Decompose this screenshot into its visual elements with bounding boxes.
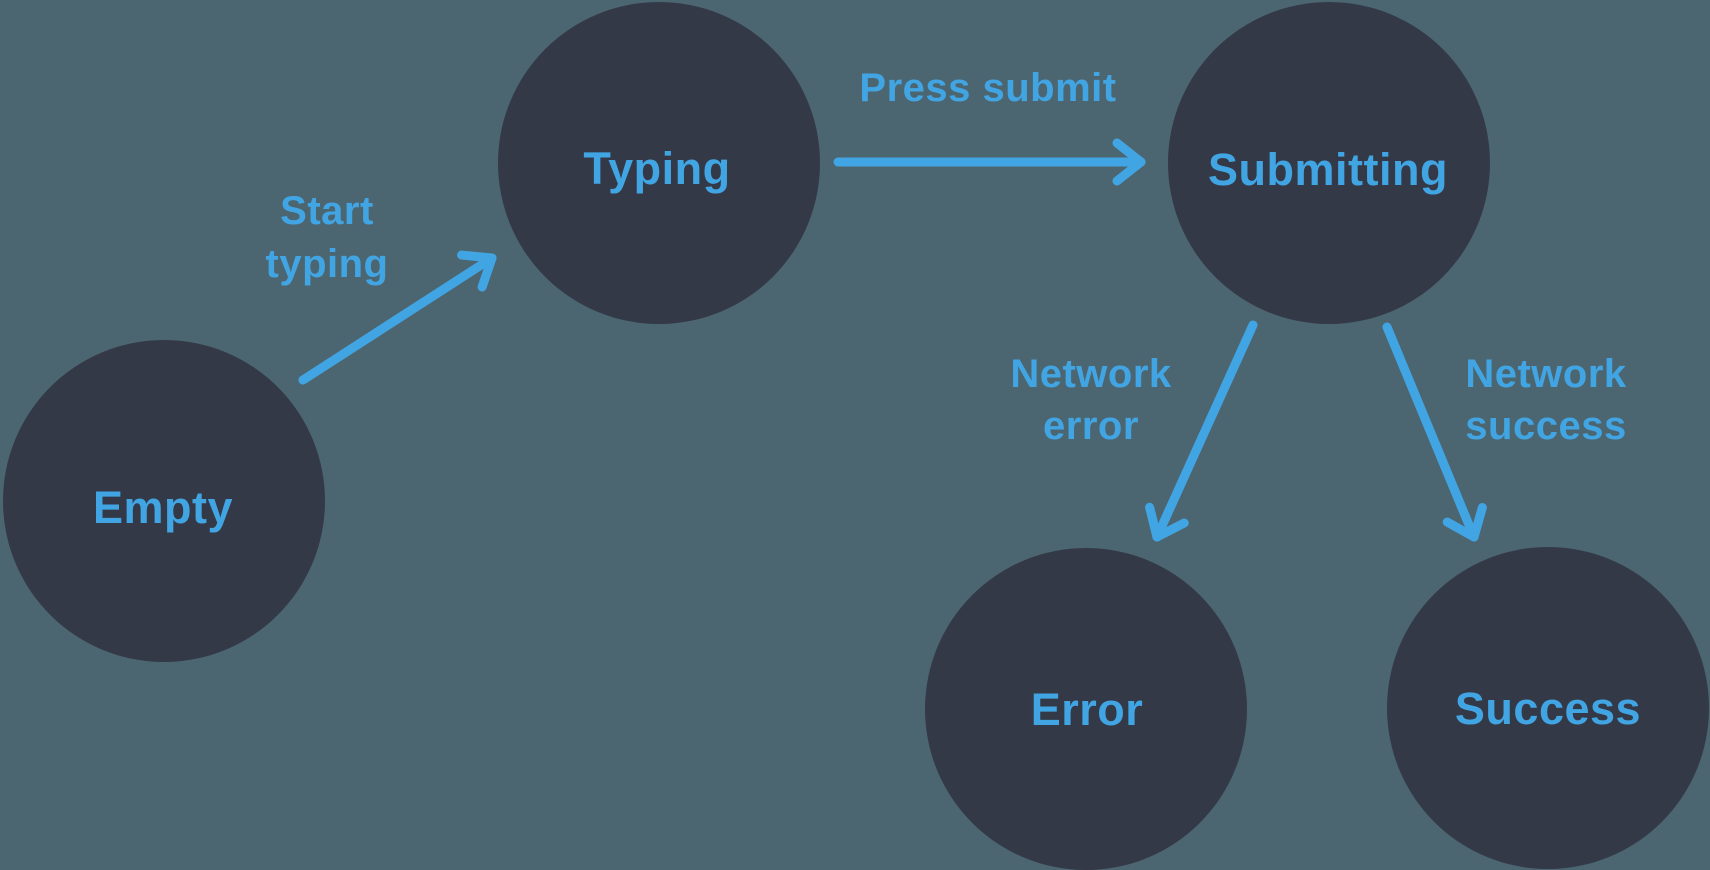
- state-node-success: Success: [1387, 547, 1709, 869]
- transition-label-network-success: Network success: [1465, 352, 1627, 448]
- state-node-label: Error: [1031, 684, 1144, 735]
- transition-arrow-network-success: [1382, 322, 1487, 542]
- transition-label-line: error: [1043, 404, 1139, 448]
- state-node-label: Typing: [583, 143, 730, 194]
- state-node-label: Submitting: [1208, 144, 1448, 195]
- state-node-label: Success: [1455, 683, 1641, 734]
- state-node-circle: [498, 2, 820, 324]
- state-node-error: Error: [925, 548, 1247, 870]
- state-node-submitting: Submitting: [1168, 2, 1490, 324]
- state-node-circle: [1387, 547, 1709, 869]
- state-node-typing: Typing: [498, 2, 820, 324]
- transition-label-line: typing: [266, 242, 389, 286]
- transition-label-start-typing: Start typing: [266, 189, 389, 286]
- transition-arrow-start-typing: [298, 250, 497, 385]
- state-node-label: Empty: [93, 482, 233, 533]
- state-node-empty: Empty: [3, 340, 325, 662]
- transition-arrow-network-error: [1145, 320, 1258, 542]
- transition-label-press-submit: Press submit: [859, 66, 1116, 110]
- transition-label-line: Network: [1010, 352, 1172, 396]
- state-node-circle: [925, 548, 1247, 870]
- state-node-circle: [1168, 2, 1490, 324]
- transition-label-line: success: [1465, 404, 1626, 448]
- state-node-circle: [3, 340, 325, 662]
- transition-label-line: Network: [1465, 352, 1627, 396]
- transition-label-line: Start: [280, 189, 374, 233]
- transition-label-network-error: Network error: [1010, 352, 1172, 448]
- transition-label-line: Press submit: [859, 66, 1116, 110]
